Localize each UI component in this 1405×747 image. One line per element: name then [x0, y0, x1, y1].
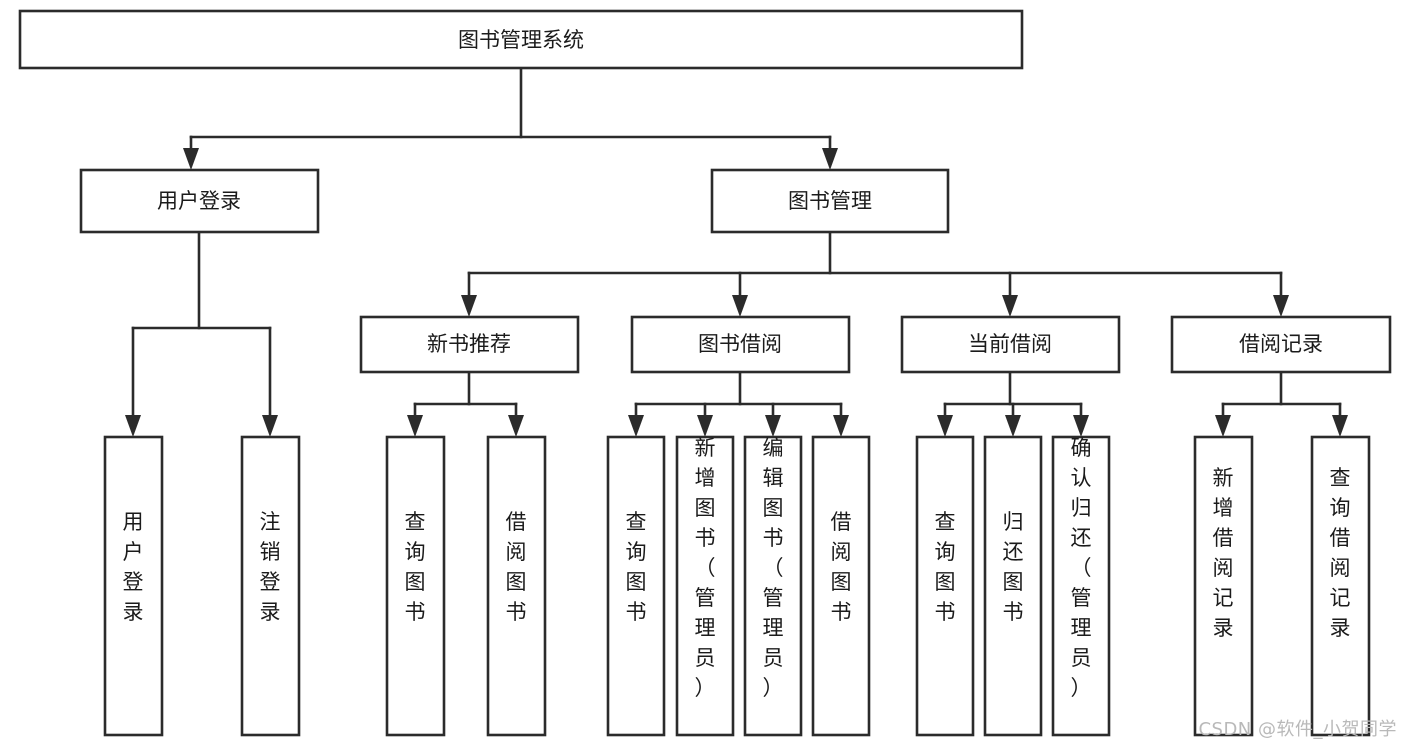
leaf-borrow-4-box[interactable]: [811, 435, 871, 737]
leaf-record-1-label: 新增借阅记录: [1213, 466, 1234, 640]
leaf-recommend-1-label: 查询图书: [405, 510, 426, 624]
node-user-login-box[interactable]: [79, 168, 320, 234]
connector-group-root: [183, 66, 838, 170]
node-book-borrow-label: 图书借阅: [698, 332, 782, 356]
node-book-manage-label: 图书管理: [788, 189, 872, 213]
node-borrow-record-box[interactable]: [1170, 315, 1392, 374]
arrow-borrow-leaf-3: [765, 415, 781, 437]
node-book-manage[interactable]: 图书管理: [710, 168, 950, 234]
leaf-borrow-1-label: 查询图书: [626, 510, 647, 624]
leaf-current-1[interactable]: 查询图书: [915, 435, 975, 737]
node-new-book-recommend[interactable]: 新书推荐: [359, 315, 580, 374]
leaf-current-2-box[interactable]: [983, 435, 1043, 737]
leaf-current-2[interactable]: 归还图书: [983, 435, 1043, 737]
connector-group-current: [937, 370, 1089, 437]
leaf-record-2[interactable]: 查询借阅记录: [1310, 435, 1371, 737]
arrow-borrow-leaf-1: [628, 415, 644, 437]
arrow-recommend-leaf-2: [508, 415, 524, 437]
leaf-recommend-2-box[interactable]: [486, 435, 547, 737]
leaf-current-1-label: 查询图书: [935, 510, 956, 624]
leaf-user-login-2[interactable]: 注销登录: [240, 435, 301, 737]
connector-group-record: [1215, 370, 1348, 437]
node-root-box[interactable]: [18, 9, 1024, 70]
arrow-book-to-borrow: [732, 295, 748, 317]
arrow-user-leaf-1: [125, 415, 141, 437]
node-new-book-recommend-box[interactable]: [359, 315, 580, 374]
leaf-record-1[interactable]: 新增借阅记录: [1193, 435, 1254, 737]
arrow-book-to-record: [1273, 295, 1289, 317]
leaf-current-3-box[interactable]: [1051, 435, 1111, 737]
node-current-borrow-label: 当前借阅: [968, 332, 1052, 356]
leaf-recommend-1[interactable]: 查询图书: [385, 435, 446, 737]
leaf-borrow-2-box[interactable]: [675, 435, 735, 737]
arrow-current-leaf-3: [1073, 415, 1089, 437]
leaf-borrow-3[interactable]: 编辑图书（管理员）: [743, 435, 803, 737]
arrow-current-leaf-2: [1005, 415, 1021, 437]
leaf-borrow-2[interactable]: 新增图书（管理员）: [675, 435, 735, 737]
arrow-current-leaf-1: [937, 415, 953, 437]
arrow-record-leaf-2: [1332, 415, 1348, 437]
arrow-book-to-recommend: [461, 295, 477, 317]
arrow-user-leaf-2: [262, 415, 278, 437]
leaf-borrow-1-box[interactable]: [606, 435, 666, 737]
node-borrow-record-label: 借阅记录: [1239, 332, 1323, 356]
node-user-login-label: 用户登录: [157, 189, 241, 213]
leaf-user-login-1-label: 用户登录: [123, 510, 144, 624]
node-current-borrow[interactable]: 当前借阅: [900, 315, 1121, 374]
leaf-borrow-4-label: 借阅图书: [831, 510, 852, 624]
arrow-book-to-current: [1002, 295, 1018, 317]
node-current-borrow-box[interactable]: [900, 315, 1121, 374]
leaf-user-login-2-label: 注销登录: [260, 510, 281, 624]
leaf-current-2-label: 归还图书: [1003, 510, 1024, 624]
leaf-current-3-label: 确认归还（管理员）: [1071, 436, 1092, 700]
arrow-root-to-user: [183, 148, 199, 170]
leaf-record-2-box[interactable]: [1310, 435, 1371, 737]
leaf-recommend-2-label: 借阅图书: [506, 510, 527, 624]
leaf-borrow-2-label: 新增图书（管理员）: [695, 436, 716, 700]
connector-group-user-login: [125, 230, 278, 437]
arrow-root-to-book: [822, 148, 838, 170]
connector-group-borrow: [628, 370, 849, 437]
leaf-borrow-3-label: 编辑图书（管理员）: [763, 436, 784, 700]
node-borrow-record[interactable]: 借阅记录: [1170, 315, 1392, 374]
arrow-borrow-leaf-2: [697, 415, 713, 437]
leaf-current-3[interactable]: 确认归还（管理员）: [1051, 435, 1111, 737]
connector-group-book-manage: [461, 230, 1289, 317]
node-book-borrow-box[interactable]: [630, 315, 851, 374]
leaf-user-login-2-box[interactable]: [240, 435, 301, 737]
arrow-borrow-leaf-4: [833, 415, 849, 437]
node-book-manage-box[interactable]: [710, 168, 950, 234]
leaf-recommend-2[interactable]: 借阅图书: [486, 435, 547, 737]
leaf-borrow-1[interactable]: 查询图书: [606, 435, 666, 737]
leaf-record-2-label: 查询借阅记录: [1330, 466, 1351, 640]
leaf-borrow-4[interactable]: 借阅图书: [811, 435, 871, 737]
leaf-recommend-1-box[interactable]: [385, 435, 446, 737]
leaf-user-login-1[interactable]: 用户登录: [103, 435, 164, 737]
node-root[interactable]: 图书管理系统: [18, 9, 1024, 70]
arrow-record-leaf-1: [1215, 415, 1231, 437]
node-user-login[interactable]: 用户登录: [79, 168, 320, 234]
leaf-record-1-box[interactable]: [1193, 435, 1254, 737]
arrow-recommend-leaf-1: [407, 415, 423, 437]
node-root-label: 图书管理系统: [458, 28, 584, 52]
leaf-current-1-box[interactable]: [915, 435, 975, 737]
csdn-watermark: CSDN @软件_小贺同学: [1198, 719, 1397, 740]
node-book-borrow[interactable]: 图书借阅: [630, 315, 851, 374]
leaf-user-login-1-box[interactable]: [103, 435, 164, 737]
leaf-borrow-3-box[interactable]: [743, 435, 803, 737]
connector-group-recommend: [407, 370, 524, 437]
node-new-book-recommend-label: 新书推荐: [427, 332, 511, 356]
